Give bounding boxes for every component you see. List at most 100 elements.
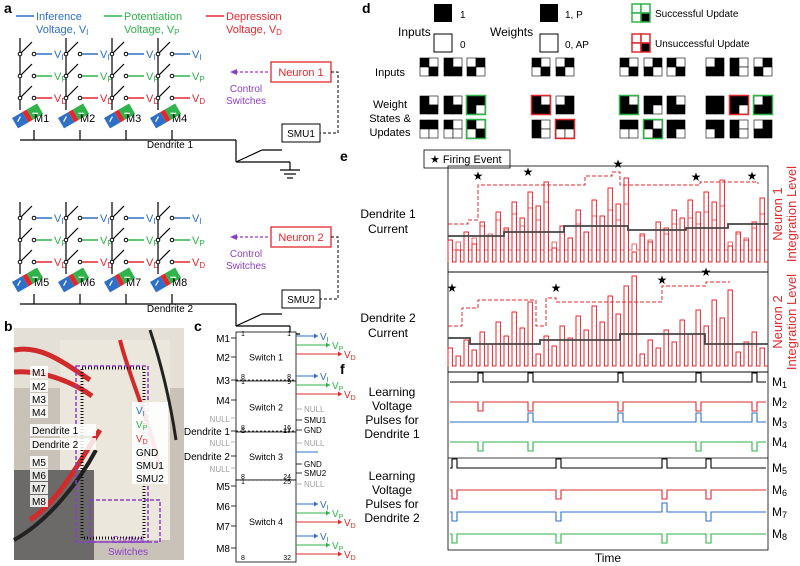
neuron-2-level-label-2: Integration Level: [784, 274, 799, 370]
grid-2x2: [555, 95, 575, 115]
pin-right-6: 25: [283, 479, 291, 486]
f-title2-2: Pulses for: [365, 497, 418, 511]
control-switches-label-2b: Switches: [226, 261, 266, 272]
photo-label-7: M6: [32, 471, 46, 482]
label-vd: VD: [100, 257, 113, 270]
photo-label-6: M5: [32, 458, 46, 469]
pulse-trace-m8: [450, 533, 766, 544]
legend-fail-swatch: [631, 33, 651, 53]
switch-label-3: Switch 3: [249, 452, 283, 462]
svg-text:Voltage, VD: Voltage, VD: [226, 24, 282, 37]
grid-2x2: [530, 94, 552, 116]
c-left-label-5: Dendrite 1: [184, 427, 231, 438]
dendrite-2-weight-level: [448, 333, 768, 345]
neuron-1-level-label-2: Integration Level: [784, 166, 799, 262]
inference-label-line1: Inference: [36, 11, 82, 23]
device-M2: [58, 103, 90, 129]
neuron-2-label: Neuron 2: [278, 232, 323, 244]
f-title2-1: Voltage: [372, 483, 412, 497]
grid-2x2: [619, 119, 639, 139]
legend-weight-0: 0, AP: [565, 40, 589, 51]
legend-input-1: 1: [460, 10, 466, 21]
grid-2x2: [554, 118, 576, 140]
grid-2x2: [729, 119, 749, 139]
grid-2x2: [666, 57, 686, 77]
f-title1-3: Dendrite 1: [364, 427, 420, 441]
grid-2x2: [753, 119, 773, 139]
f-title1-2: Pulses for: [365, 413, 418, 427]
trace-label-m1: M1: [772, 375, 787, 390]
grid-2x2: [666, 95, 686, 115]
c-right-label-0: NULL: [304, 405, 325, 414]
switch-label-1: Switch 1: [249, 353, 283, 363]
grid-2x2: [728, 94, 750, 116]
device-label-M2: M2: [80, 113, 95, 125]
photo-label-4: Dendrite 1: [32, 426, 79, 437]
label-vp: VP: [100, 235, 113, 248]
svg-text:Depression: Depression: [226, 11, 282, 23]
plot-f-frame: [447, 371, 769, 551]
potentiation-voltage-label: Potentiation Voltage, VP: [124, 11, 182, 37]
label-vi: VI: [100, 213, 110, 226]
pin-left-4: 1: [241, 428, 245, 435]
grid-2x2: [443, 57, 463, 77]
label-vd: VD: [54, 93, 67, 106]
f-xlabel: Time: [595, 551, 622, 565]
svg-text:Voltage, VP: Voltage, VP: [124, 24, 180, 37]
photo-right-v0: VI: [136, 406, 145, 418]
c-left-label-4: NULL: [210, 415, 231, 424]
c-v-0-1: VP: [332, 341, 344, 353]
label-vp: VP: [146, 71, 159, 84]
label-vd: VD: [192, 257, 205, 270]
trace-label-m6: M6: [772, 483, 787, 498]
legend-input-0: 0: [460, 40, 466, 51]
grid-2x2: [642, 118, 664, 140]
trace-label-m4: M4: [772, 435, 787, 450]
firing-star-e1-2: ★: [613, 157, 624, 171]
firing-star-e2-2: ★: [657, 273, 668, 287]
panel-label-f: f: [340, 361, 345, 377]
label-vi: VI: [100, 49, 110, 62]
inference-voltage-label: Inference Voltage, VI: [36, 11, 88, 37]
c-v-1-0: VI: [320, 372, 329, 384]
legend-input-0-swatch: [433, 33, 453, 53]
photo-label-5: Dendrite 2: [32, 440, 79, 451]
c-right-label-4: GND: [304, 460, 322, 469]
grid-2x2: [466, 57, 486, 77]
device-label-M8: M8: [172, 277, 187, 289]
control-switches-label-2a: Control: [230, 249, 262, 260]
grid-2x2: [419, 95, 439, 115]
trace-label-m7: M7: [772, 505, 787, 520]
grid-2x2: [443, 119, 463, 139]
c-v-1-1: VP: [332, 381, 344, 393]
grid-2x2: [531, 57, 551, 77]
trace-label-m8: M8: [772, 527, 787, 542]
row-weights-label-0: Weight: [373, 99, 407, 111]
panel-a: Inference Voltage, VI Potentiation Volta…: [12, 11, 339, 343]
neuron-1-label: Neuron 1: [278, 67, 323, 79]
photo-right-smu2: SMU2: [136, 474, 164, 485]
c-left-label-12: M8: [216, 544, 230, 555]
pin-right-2: 9: [287, 379, 291, 386]
device-label-M6: M6: [80, 277, 95, 289]
device-M7: [104, 267, 136, 293]
label-vp: VP: [192, 235, 205, 248]
svg-text:Potentiation: Potentiation: [124, 11, 182, 23]
trace-label-m2: M2: [772, 395, 787, 410]
dendrite-2-current-l1: Dendrite 2: [360, 311, 416, 325]
inference-label-line2: Voltage, VI: [36, 24, 88, 37]
pin-left-6: 1: [241, 479, 245, 486]
firing-star-e2-3: ★: [701, 265, 712, 279]
c-right-label-5: SMU2: [304, 469, 327, 478]
depression-voltage-label: Depression Voltage, VD: [226, 11, 282, 37]
f-title2-0: Learning: [369, 469, 416, 483]
switch-block-4: [235, 479, 297, 563]
c-left-label-11: M7: [216, 522, 230, 533]
row-weights-label-2: Updates: [370, 127, 411, 139]
device-M4: [150, 103, 182, 129]
